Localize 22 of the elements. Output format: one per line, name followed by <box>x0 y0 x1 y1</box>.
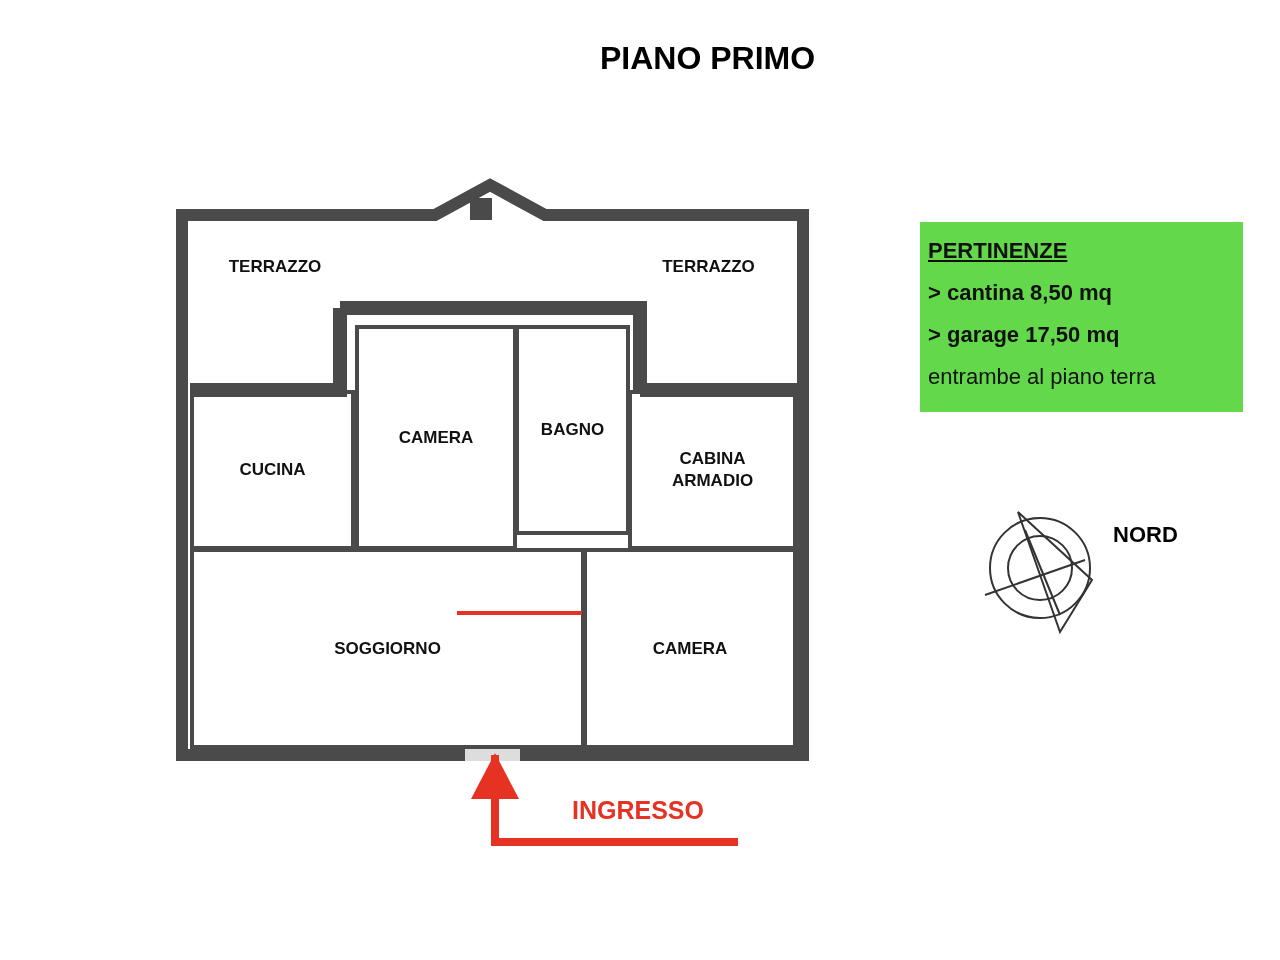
panel-text: > garage 17,50 mq <box>928 321 1121 349</box>
panel-heading: PERTINENZE <box>928 237 1069 265</box>
compass-label: NORD <box>1113 522 1178 548</box>
room-label: TERRAZZO <box>228 256 322 278</box>
plan-title: PIANO PRIMO <box>600 40 816 77</box>
room-area <box>583 548 797 749</box>
room-area <box>190 390 355 550</box>
room-label: BAGNO <box>540 419 605 441</box>
entry-label: INGRESSO <box>572 796 704 825</box>
room-label: SOGGIORNO <box>334 637 441 660</box>
room-label: CAMERA <box>652 637 728 660</box>
room-area <box>190 548 585 749</box>
panel-text: entrambe al piano terra <box>928 363 1157 391</box>
room-area <box>355 325 517 550</box>
room-label: CAMERA <box>398 426 474 449</box>
room-area <box>628 390 797 550</box>
room-area <box>515 325 630 535</box>
room-label: CABINA ARMADIO <box>670 448 755 492</box>
panel-text: > cantina 8,50 mq <box>928 279 1114 307</box>
info-panel <box>920 222 1243 412</box>
room-label: TERRAZZO <box>662 256 755 278</box>
room-label: CUCINA <box>239 459 306 481</box>
